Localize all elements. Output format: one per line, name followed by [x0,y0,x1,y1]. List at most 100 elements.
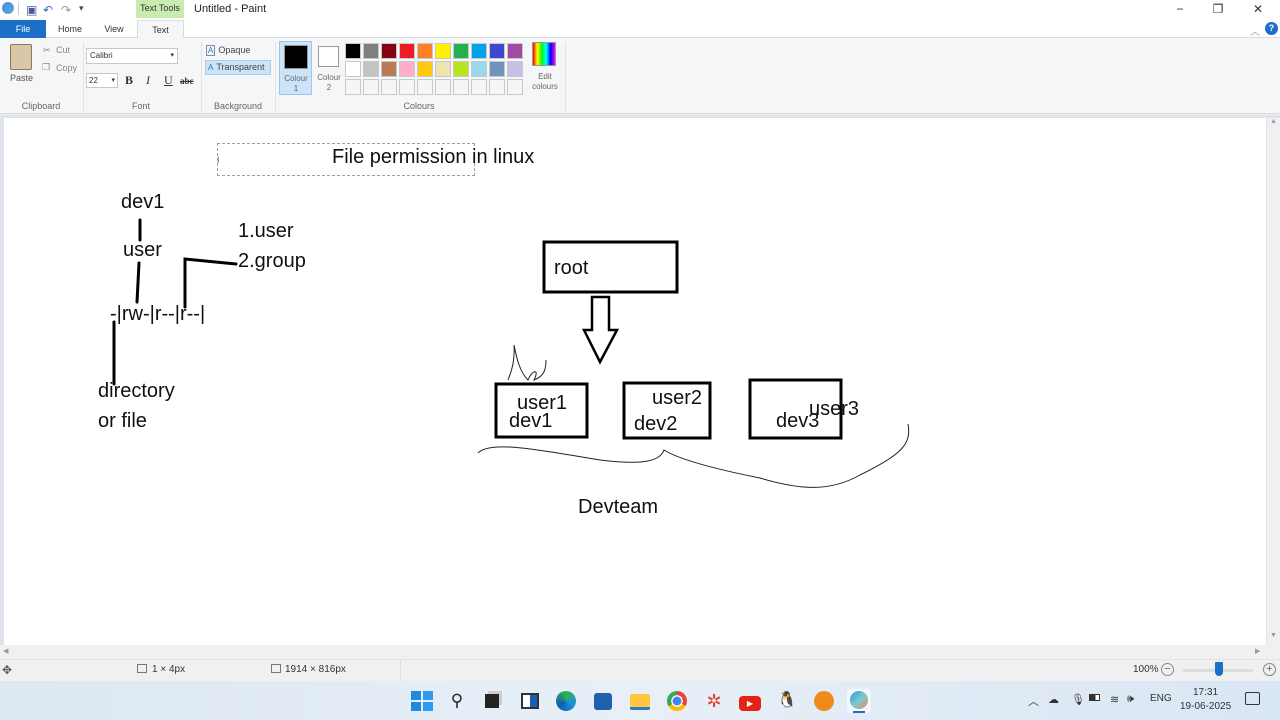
palette-swatch[interactable] [345,79,361,95]
paste-button[interactable]: Paste [10,73,34,83]
palette-swatch[interactable] [507,61,523,77]
palette-swatch[interactable] [435,43,451,59]
edit-colours-label: Edit colours [532,72,558,91]
palette-swatch[interactable] [507,43,523,59]
language-indicator[interactable]: ENG [1150,693,1172,704]
paste-icon[interactable] [10,44,32,70]
clock-date[interactable]: 19-06-2025 [1180,701,1232,712]
horizontal-scrollbar[interactable]: ◀ ▶ [0,645,1267,659]
palette-swatch[interactable] [489,79,505,95]
chrome-icon[interactable] [665,689,689,713]
redo-icon[interactable]: ↷ [61,3,72,17]
italic-button[interactable]: I [146,73,150,87]
scroll-up-icon[interactable]: ▲ [1270,118,1277,125]
canvas-text-devteam: Devteam [578,496,659,518]
palette-swatch[interactable] [399,61,415,77]
palette-swatch[interactable] [363,61,379,77]
microphone-icon[interactable]: 🎙 [1071,694,1085,706]
clock-time[interactable]: 17:31 [1193,687,1219,698]
palette-swatch[interactable] [345,61,361,77]
vertical-scrollbar[interactable]: ▲ ▼ [1267,118,1280,645]
palette-swatch[interactable] [363,43,379,59]
palette-swatch[interactable] [471,79,487,95]
palette-swatch[interactable] [453,61,469,77]
paint-app-icon [2,2,14,14]
palette-swatch[interactable] [399,43,415,59]
youtube-icon[interactable]: ▶ [738,689,762,713]
palette-swatch[interactable] [471,43,487,59]
close-button[interactable]: ✕ [1252,2,1264,16]
palette-swatch[interactable] [435,79,451,95]
font-family-select[interactable]: Calibri▾ [86,48,178,64]
palette-swatch[interactable] [453,43,469,59]
canvas-text-user2: user2 [652,387,703,409]
bold-button[interactable]: B [125,73,134,87]
maximize-button[interactable]: ❐ [1212,2,1224,16]
customize-quick-access-icon[interactable]: ▾ [79,3,84,13]
zoom-slider-thumb[interactable] [1215,662,1223,676]
palette-swatch[interactable] [507,79,523,95]
help-icon[interactable]: ? [1265,22,1278,35]
cut-button[interactable]: Cut [56,45,71,55]
edit-colours-button[interactable]: Edit colours [530,42,558,92]
wifi-icon[interactable]: ≋ [1110,694,1120,706]
palette-swatch[interactable] [381,43,397,59]
palette-swatch[interactable] [471,61,487,77]
onedrive-icon[interactable]: ☁ [1048,694,1059,706]
palette-swatch[interactable] [489,61,505,77]
tab-file[interactable]: File [0,20,46,38]
save-icon[interactable]: ▣ [26,3,38,17]
collapse-ribbon-icon[interactable]: ︿ [1250,27,1260,38]
font-family-value: Calibri [90,51,113,60]
palette-swatch[interactable] [363,79,379,95]
palette-swatch[interactable] [381,79,397,95]
task-view-icon[interactable] [480,689,504,713]
underline-button[interactable]: U [164,73,173,87]
palette-swatch[interactable] [345,43,361,59]
palette-swatch[interactable] [435,61,451,77]
notifications-icon[interactable] [1245,692,1260,705]
zoom-in-button[interactable]: + [1263,663,1276,676]
undo-icon[interactable]: ↶ [43,3,54,17]
tab-text[interactable]: Text [137,20,184,39]
edge-icon[interactable] [554,689,578,713]
photos-icon[interactable]: ✲ [706,691,722,711]
start-button[interactable] [409,689,433,713]
scroll-down-icon[interactable]: ▼ [1270,632,1277,639]
battery-icon[interactable] [1089,693,1100,704]
text-selection-box[interactable] [217,143,475,176]
palette-swatch[interactable] [489,43,505,59]
canvas-text-user3: user3 [809,398,860,420]
zoom-out-button[interactable]: − [1161,663,1174,676]
palette-swatch[interactable] [453,79,469,95]
font-size-select[interactable]: 22▾ [86,73,118,88]
tab-view[interactable]: View [104,24,124,34]
palette-swatch[interactable] [399,79,415,95]
palette-swatch[interactable] [417,43,433,59]
palette-swatch[interactable] [381,61,397,77]
file-explorer-icon[interactable] [628,689,652,713]
orange-app-icon[interactable] [812,689,836,713]
strikethrough-button[interactable]: abc [180,76,194,86]
palette-swatch[interactable] [417,61,433,77]
copy-button[interactable]: Copy [56,63,78,73]
scroll-right-icon[interactable]: ▶ [1255,648,1261,655]
minimize-button[interactable]: − [1176,2,1184,16]
canvas-title-text[interactable]: File permission in linux [332,146,535,168]
widgets-icon[interactable] [518,689,542,713]
paint-taskbar-icon[interactable] [847,689,871,713]
scroll-left-icon[interactable]: ◀ [3,648,9,655]
palette-swatch[interactable] [417,79,433,95]
search-icon[interactable]: ⚲ [450,691,464,710]
linux-penguin-icon[interactable]: 🐧 [777,692,797,709]
volume-icon[interactable]: 🕪 [1127,693,1134,705]
tab-home[interactable]: Home [57,24,82,34]
show-hidden-icons-button[interactable]: ︿ [1028,696,1039,708]
store-icon[interactable] [591,689,615,713]
canvas-text-user1: user1 [517,392,568,414]
